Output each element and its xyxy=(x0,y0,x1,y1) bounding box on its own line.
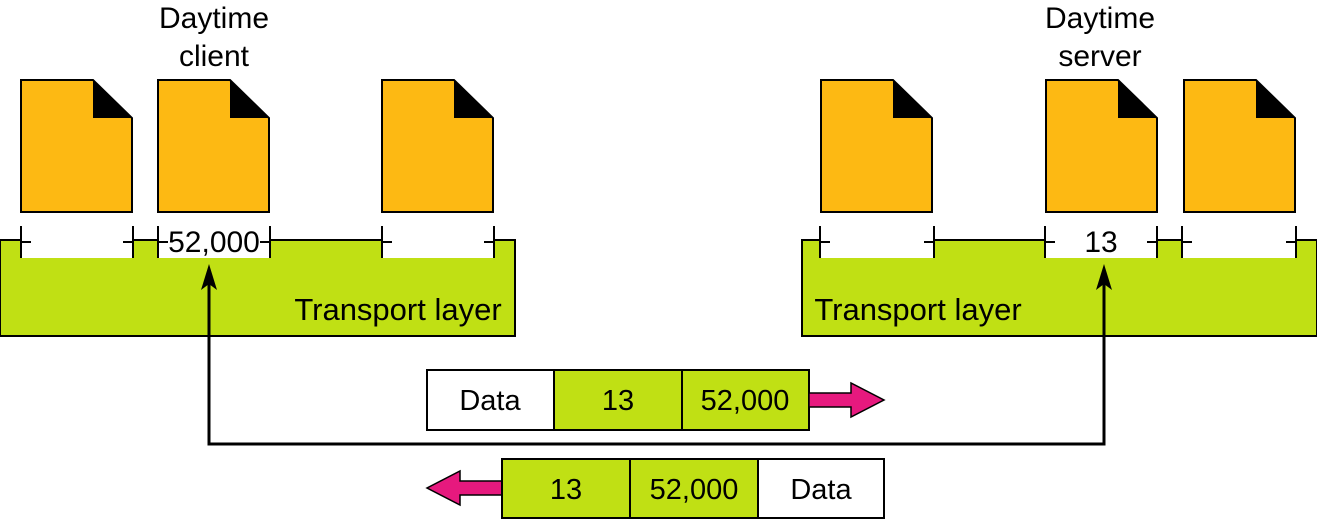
client-title-line2: client xyxy=(179,40,250,73)
request-packet-field-source-port xyxy=(681,369,810,431)
server-port-slot-1 xyxy=(820,226,934,258)
server-title-line2: server xyxy=(1058,40,1141,73)
process-file-icon xyxy=(157,79,270,213)
server-slot-ticks xyxy=(819,226,1297,258)
client-transport-label: Transport layer xyxy=(294,292,501,327)
arrowhead-up-client-icon xyxy=(201,264,217,290)
connection-line xyxy=(207,282,1106,446)
arrow-right-icon xyxy=(808,381,886,419)
response-packet-label-1: 13 xyxy=(550,474,582,506)
process-file-icon xyxy=(1045,79,1158,213)
server-transport-label: Transport layer xyxy=(814,292,1021,327)
response-packet: 13 52,000 Data xyxy=(425,458,885,519)
process-file-icon xyxy=(381,79,494,213)
client-title-line1: Daytime xyxy=(159,2,269,35)
process-file-icon xyxy=(820,79,933,213)
client-side-process-icons xyxy=(20,79,494,213)
arrowhead-up-server-icon xyxy=(1096,264,1112,290)
arrow-left-icon xyxy=(425,469,503,507)
client-transport-layer: 52,000 Transport layer xyxy=(0,226,516,337)
process-file-icon xyxy=(1183,79,1296,213)
client-port-slot-1 xyxy=(21,226,133,258)
request-packet-label-3: 52,000 xyxy=(701,385,790,417)
client-port-number: 52,000 xyxy=(168,226,260,259)
response-packet-label-2: 52,000 xyxy=(650,474,739,506)
server-side-process-icons xyxy=(820,79,1296,213)
server-transport-layer: 13 Transport layer xyxy=(801,226,1317,337)
server-port-slot-2 xyxy=(1045,226,1157,258)
process-file-icon xyxy=(20,79,133,213)
client-slot-ticks xyxy=(20,226,495,258)
client-port-slot-3 xyxy=(382,226,494,258)
response-packet-field-dest-port xyxy=(629,458,759,519)
response-packet-label-3: Data xyxy=(790,474,852,506)
request-packet-label-1: Data xyxy=(459,385,521,417)
client-port-slot-2 xyxy=(158,226,270,258)
connection-path xyxy=(201,264,1112,446)
request-packet: Data 13 52,000 xyxy=(426,369,886,431)
server-port-slot-3 xyxy=(1182,226,1296,258)
server-port-number: 13 xyxy=(1084,226,1117,259)
response-packet-field-data xyxy=(757,458,885,519)
request-packet-field-data xyxy=(426,369,555,431)
server-title-line1: Daytime xyxy=(1045,2,1155,35)
request-packet-label-2: 13 xyxy=(602,385,634,417)
request-packet-field-dest-port xyxy=(553,369,683,431)
